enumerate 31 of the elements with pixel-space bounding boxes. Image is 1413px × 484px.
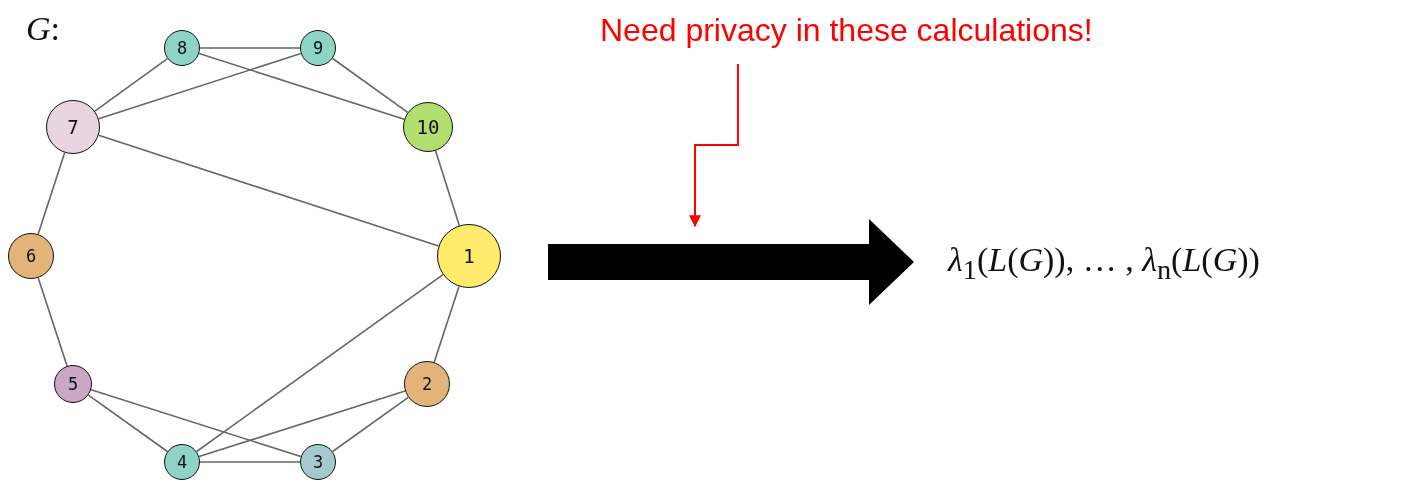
- graph-edge: [87, 394, 169, 453]
- graph-vertex: 6: [8, 233, 54, 279]
- graph-edge: [434, 150, 461, 227]
- graph-edge: [199, 47, 301, 49]
- graph-edge: [97, 134, 440, 247]
- graph-edge: [331, 57, 409, 114]
- graph-edge: [198, 52, 405, 121]
- graph-edge: [94, 57, 169, 112]
- graph-edge: [198, 390, 406, 458]
- graph-edge: [331, 396, 410, 453]
- graph-vertex: 5: [54, 365, 92, 403]
- graph-vertex: 9: [300, 30, 336, 66]
- leader-arrow: [689, 63, 739, 228]
- graph-vertex: 1: [437, 224, 501, 288]
- graph-edge: [433, 285, 460, 363]
- formula-text: λ$_{1}$(L(G)), … , λ$_{n}$(L(G)): [948, 232, 1260, 298]
- graph-vertex: 4: [164, 444, 200, 480]
- graph-edge: [37, 151, 66, 235]
- graph-vertex: 3: [300, 444, 336, 480]
- graph-edge: [195, 273, 444, 453]
- graph-vertex: 7: [46, 100, 100, 154]
- graph-vertex: 8: [164, 30, 200, 66]
- graph-vertex: 10: [403, 102, 453, 152]
- graph-name-label: G:: [26, 10, 60, 48]
- graph-vertex: 2: [404, 361, 450, 407]
- annotation-text: Need privacy in these calculations!: [600, 8, 1093, 52]
- graph-edge: [97, 52, 302, 120]
- graph-edge: [199, 461, 301, 463]
- graph-edge: [90, 388, 302, 458]
- block-arrow: [548, 219, 914, 305]
- graph-edge: [37, 277, 68, 367]
